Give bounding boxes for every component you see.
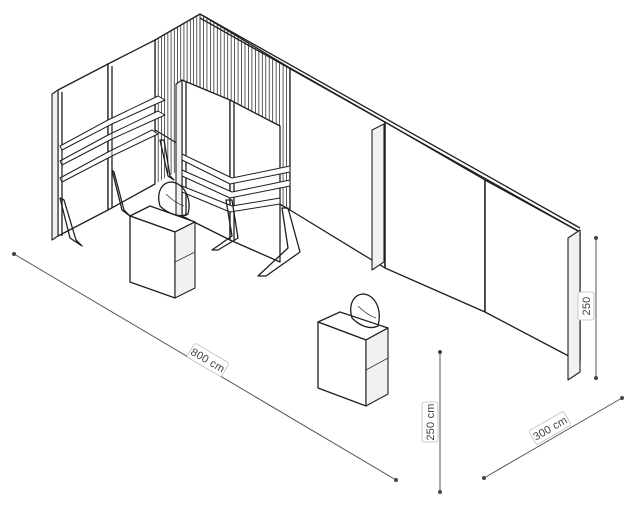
height-side-label: 250 bbox=[581, 297, 593, 316]
dimension-depth: 300 cm bbox=[482, 396, 624, 480]
chair-right-icon bbox=[350, 293, 380, 329]
height-front-label: 250 cm bbox=[425, 403, 437, 440]
counter-right bbox=[317, 311, 389, 407]
right-long-wall bbox=[199, 13, 581, 381]
chair-left-icon bbox=[158, 181, 190, 217]
left-shelving bbox=[59, 95, 166, 188]
floor-stands bbox=[59, 139, 301, 277]
dimension-height-front: 250 cm bbox=[421, 350, 442, 494]
dimension-height-side: 250 bbox=[577, 236, 598, 380]
center-panel-unit bbox=[175, 79, 291, 263]
counter-left bbox=[129, 205, 196, 299]
